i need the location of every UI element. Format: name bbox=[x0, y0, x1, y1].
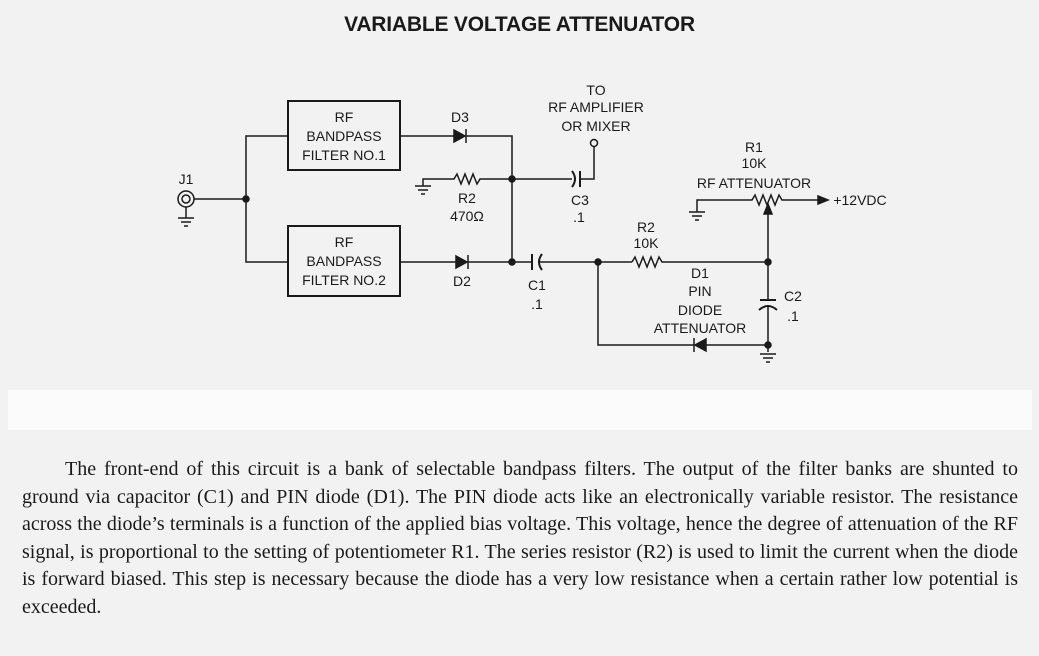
circuit-schematic: J1 RF BANDPASS FILTER NO.1 RF BANDPASS F… bbox=[177, 82, 887, 363]
ground-icon bbox=[177, 217, 195, 227]
r1-label: RF ATTENUATOR bbox=[697, 175, 811, 191]
junction-dot bbox=[764, 341, 772, 349]
d2-label: D2 bbox=[453, 273, 471, 289]
c2-name: C2 bbox=[784, 288, 802, 304]
filter2-label: BANDPASS bbox=[306, 253, 381, 269]
j1-label: J1 bbox=[179, 171, 194, 187]
output-label: TO bbox=[586, 82, 605, 98]
ground-icon bbox=[414, 185, 432, 195]
c3-name: C3 bbox=[571, 192, 589, 208]
r2-10k-name: R2 bbox=[637, 219, 655, 235]
r1-label: R1 bbox=[745, 139, 763, 155]
j1-jack bbox=[177, 190, 195, 227]
c1-value: .1 bbox=[531, 296, 543, 312]
filter1-label: RF bbox=[335, 109, 354, 125]
c2-value: .1 bbox=[787, 308, 799, 324]
diode-d3-icon bbox=[453, 128, 467, 144]
output-label: RF AMPLIFIER bbox=[548, 99, 644, 115]
d1-label: ATTENUATOR bbox=[654, 320, 747, 336]
c1-name: C1 bbox=[528, 277, 546, 293]
ground-icon bbox=[688, 211, 706, 221]
filter1-label: BANDPASS bbox=[306, 128, 381, 144]
ground-icon bbox=[759, 353, 777, 363]
caption-paragraph: The front-end of this circuit is a bank … bbox=[22, 458, 1018, 618]
junction-dot bbox=[242, 195, 250, 203]
separator-band bbox=[8, 390, 1032, 430]
output-terminal bbox=[589, 138, 599, 148]
diode-d2-icon bbox=[455, 254, 469, 270]
c3-value: .1 bbox=[573, 209, 585, 225]
resistor-r2-10k bbox=[631, 254, 768, 270]
r2-470-value: 470Ω bbox=[450, 208, 484, 224]
capacitor-c3-icon bbox=[571, 170, 576, 188]
r2-470-name: R2 bbox=[458, 190, 476, 206]
filter2-label: RF bbox=[335, 234, 354, 250]
d3-label: D3 bbox=[451, 109, 469, 125]
r1-label: 10K bbox=[742, 155, 768, 171]
potentiometer-r1 bbox=[696, 192, 818, 212]
bandpass-filter-2 bbox=[287, 225, 401, 297]
supply-label: +12VDC bbox=[833, 192, 886, 208]
pin-diode-d1-icon bbox=[693, 337, 707, 353]
wiper-arrow-icon bbox=[762, 201, 774, 215]
d1-label: D1 bbox=[691, 265, 709, 281]
filter2-label: FILTER NO.2 bbox=[302, 272, 386, 288]
junction-dot bbox=[508, 258, 516, 266]
filter1-label: FILTER NO.1 bbox=[302, 147, 386, 163]
d1-label: DIODE bbox=[678, 302, 722, 318]
d1-label: PIN bbox=[688, 283, 711, 299]
r2-10k-value: 10K bbox=[634, 235, 660, 251]
diagram-title: VARIABLE VOLTAGE ATTENUATOR bbox=[344, 13, 695, 36]
junction-dot bbox=[508, 175, 516, 183]
output-label: OR MIXER bbox=[561, 118, 630, 134]
arrow-right-icon bbox=[817, 194, 831, 206]
resistor-r2-470 bbox=[422, 171, 572, 187]
